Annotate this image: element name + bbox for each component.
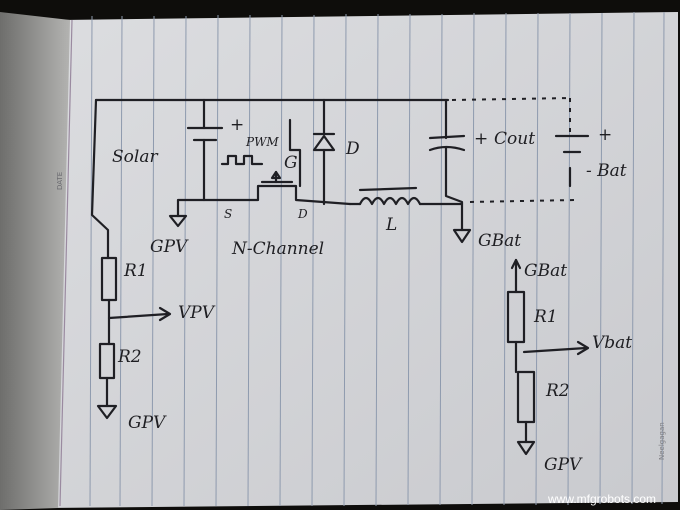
battery-label: - Bat <box>586 161 627 181</box>
pwm-signal-symbol <box>220 154 264 166</box>
solar-label: Solar <box>112 147 158 167</box>
capacitor-symbol <box>428 98 472 244</box>
notebook-page <box>46 12 678 508</box>
source-label: S <box>224 207 232 221</box>
ruled-lines <box>89 11 665 507</box>
battery-symbol <box>469 98 590 203</box>
date-label: DATE <box>56 172 64 190</box>
labels: Solar + PWM G S D N-Channel D L + Cout +… <box>112 115 632 475</box>
mosfet-symbol <box>202 118 352 206</box>
solar-plus-label: + <box>230 115 244 135</box>
margin-line <box>59 19 73 507</box>
notebook-left-page <box>0 12 70 510</box>
watermark: www.mfgrobots.com <box>547 492 656 506</box>
pwm-label: PWM <box>245 135 279 149</box>
top-rail <box>90 97 573 260</box>
pv-r1-label: R1 <box>123 261 148 281</box>
battery-plus-label: + <box>598 125 612 145</box>
diode-label: D <box>345 139 360 159</box>
inductor-label: L <box>385 215 397 235</box>
pv-divider <box>96 256 172 420</box>
bat-divider <box>506 258 590 456</box>
diode-symbol <box>312 98 336 206</box>
cap-plus-label: + <box>474 129 488 149</box>
solar-panel-symbol <box>168 98 224 228</box>
gpv-label: GPV <box>150 237 189 257</box>
drain-label: D <box>297 207 308 221</box>
cout-label: Cout <box>494 129 535 149</box>
mosfet-label: N-Channel <box>231 239 324 259</box>
bat-r1-label: R1 <box>533 307 558 327</box>
notebook-brand: Neelgagan <box>658 422 666 460</box>
bat-r2-label: R2 <box>545 381 570 401</box>
vpv-label: VPV <box>178 303 216 323</box>
gbat-label: GBat <box>478 231 521 251</box>
bat-gnd-label: GPV <box>544 455 583 475</box>
inductor-symbol <box>348 186 464 206</box>
pv-r2-label: R2 <box>117 347 142 367</box>
notebook: DATE Neelgagan <box>0 11 678 510</box>
vbat-label: Vbat <box>592 333 632 353</box>
gate-label: G <box>284 153 298 173</box>
gbat-top-label: GBat <box>524 261 567 281</box>
pv-gnd-label: GPV <box>128 413 167 433</box>
